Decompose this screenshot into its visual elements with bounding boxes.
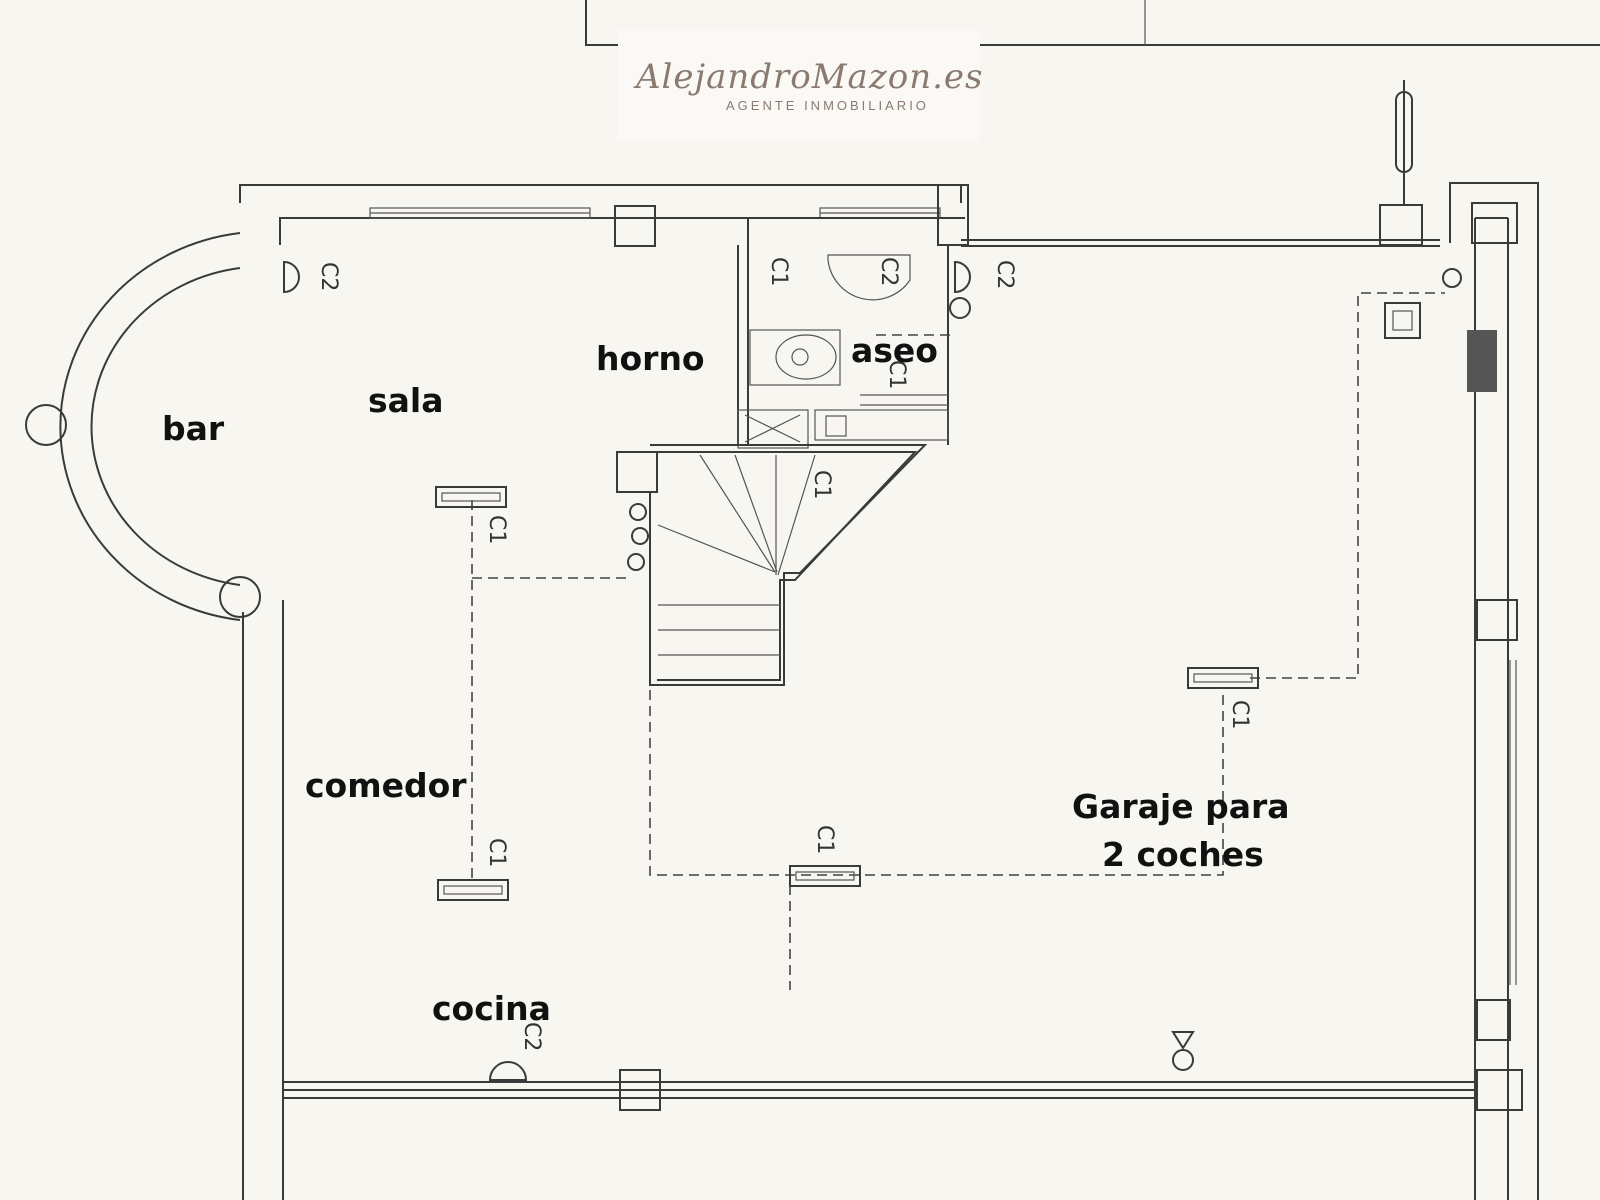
logo-name: AlejandroMazon.es — [633, 57, 984, 97]
right-side-elements — [619, 80, 1523, 1111]
room-label-comedor: comedor — [305, 766, 467, 805]
wiring — [471, 292, 1445, 990]
code-c2-aseo: C2 — [876, 257, 901, 286]
code-c1-aseo-low: C1 — [884, 360, 909, 389]
stairs — [616, 444, 928, 686]
code-c1-sala: C1 — [484, 515, 509, 544]
ceiling-lights — [435, 486, 1259, 901]
circuit-codes: C2 C1 C2 C2 C1 C1 C1 C1 C1 C1 C2 — [316, 257, 1252, 1051]
code-c1-aseo: C1 — [766, 257, 791, 286]
room-label-sala: sala — [368, 381, 444, 420]
logo-tagline: AGENTE INMOBILIARIO — [726, 98, 929, 113]
room-label-cocina: cocina — [432, 989, 551, 1028]
wall-lights — [283, 260, 1462, 1081]
room-labels: bar sala horno aseo comedor cocina Garaj… — [162, 331, 1290, 1028]
code-c2-garage: C2 — [992, 260, 1017, 289]
bay-window — [25, 232, 261, 621]
code-c1-garage: C1 — [1227, 700, 1252, 729]
code-c1-comedor: C1 — [484, 838, 509, 867]
room-label-aseo: aseo — [851, 331, 938, 370]
code-c2-bar: C2 — [316, 262, 341, 291]
room-label-garaje-line1: Garaje para — [1072, 787, 1290, 826]
room-label-garaje-line2: 2 coches — [1102, 835, 1264, 874]
code-c1-center: C1 — [812, 825, 837, 854]
logo: AlejandroMazon.es AGENTE INMOBILIARIO — [618, 30, 984, 140]
top-partial-wall — [585, 0, 1600, 46]
room-label-bar: bar — [162, 409, 225, 448]
room-label-horno: horno — [596, 339, 705, 378]
code-c1-stairs: C1 — [809, 470, 834, 499]
top-windows — [369, 184, 969, 247]
code-c2-cocina: C2 — [519, 1022, 544, 1051]
interior-walls — [737, 217, 949, 449]
